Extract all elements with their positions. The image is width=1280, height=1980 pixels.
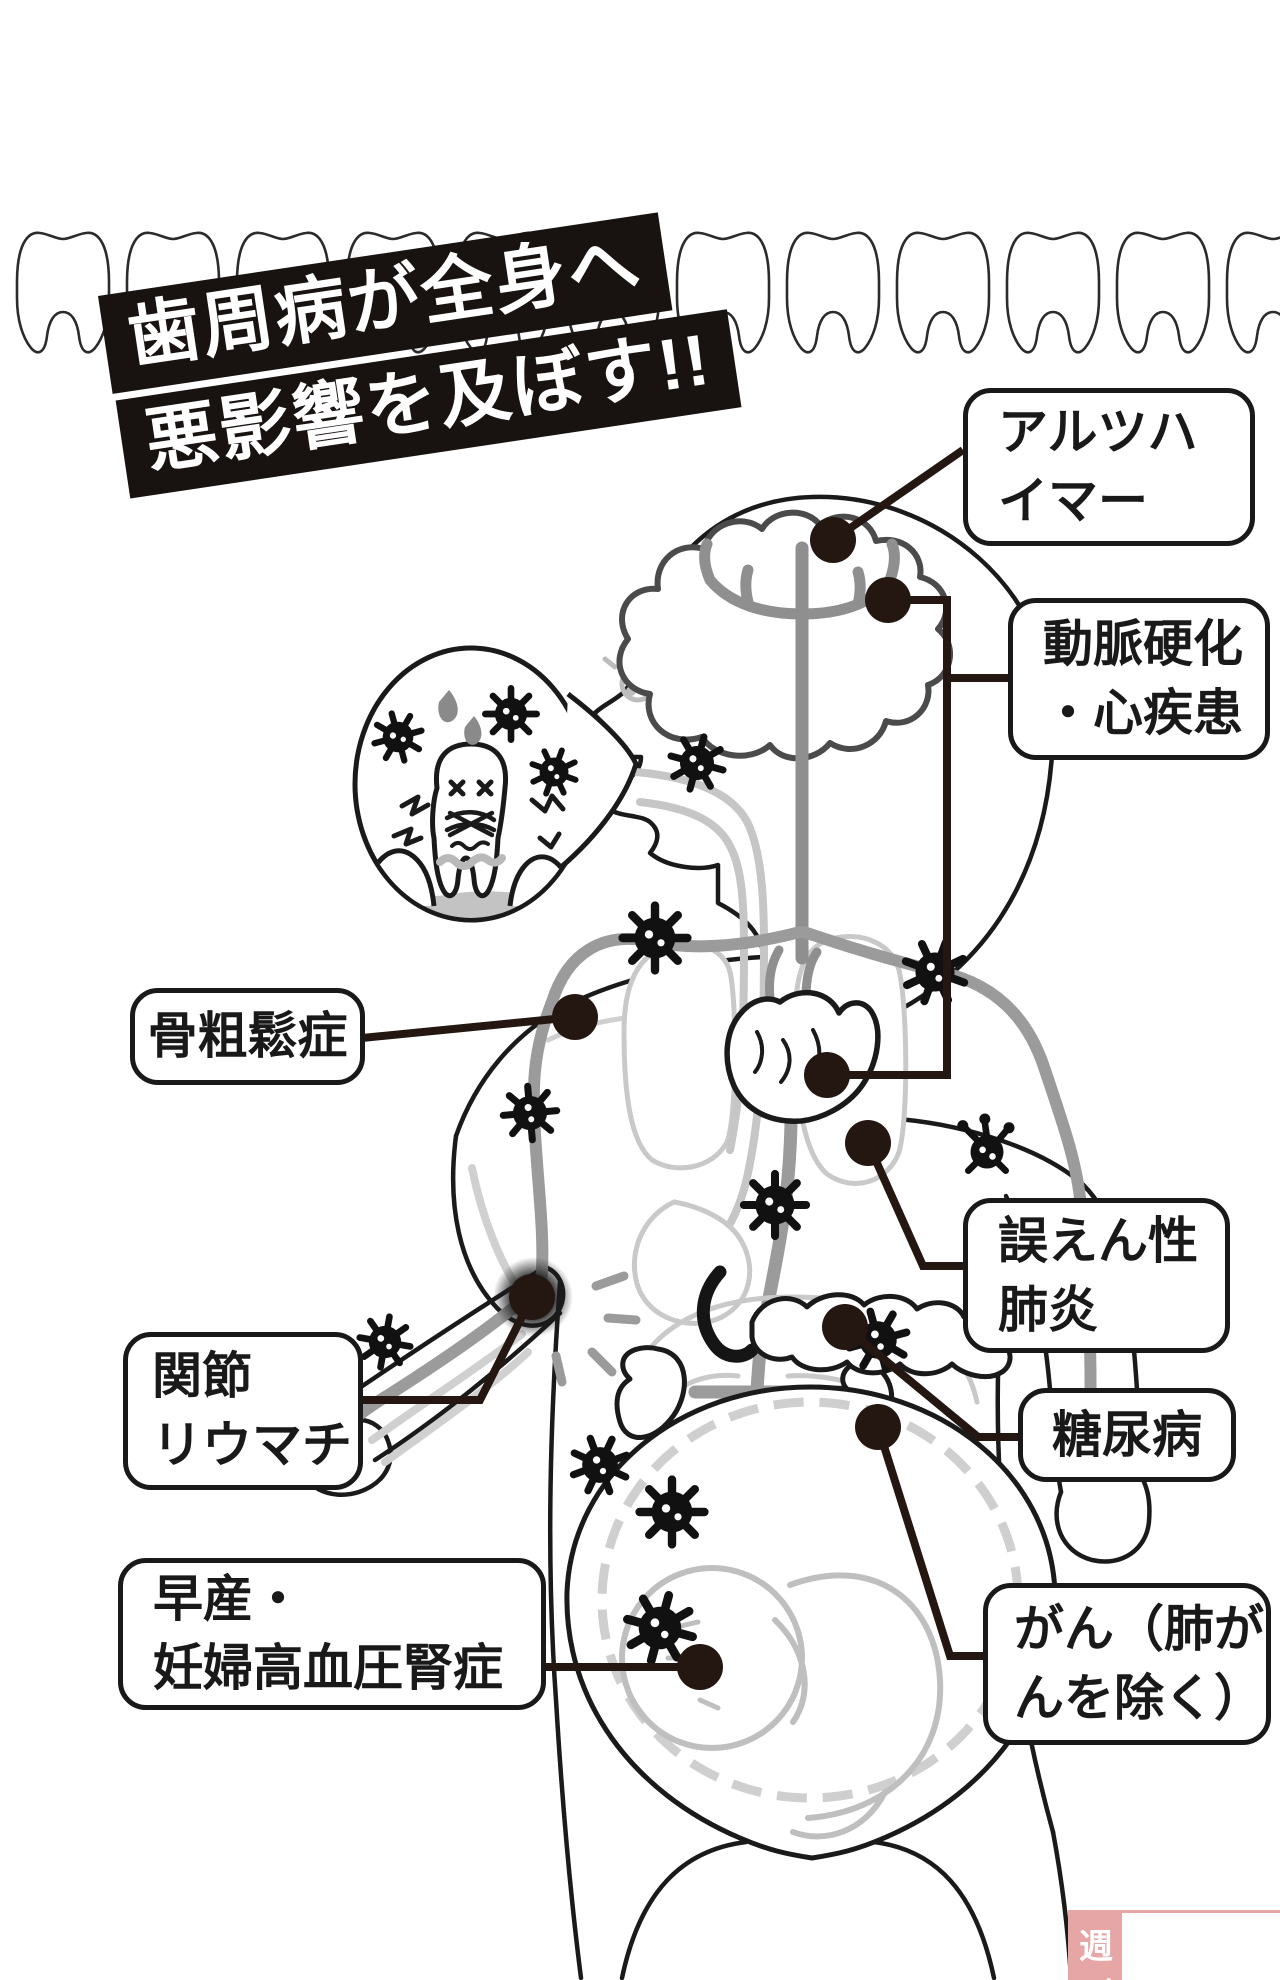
label-cancer: がん（肺が んを除く）	[983, 1583, 1271, 1745]
connector-alzheimer	[830, 446, 966, 544]
pain-marks	[391, 793, 566, 850]
dot-uterus	[677, 1644, 723, 1690]
connector-osteoporosis	[361, 1013, 576, 1042]
gums	[357, 891, 585, 918]
tooth-icon	[1115, 231, 1211, 354]
germ-icon	[623, 906, 688, 971]
brain	[616, 509, 954, 762]
dot-colon	[855, 1404, 901, 1450]
connectors	[361, 446, 1020, 1690]
right-hand	[1054, 1469, 1152, 1564]
duodenum	[696, 1265, 759, 1363]
dot-lung	[845, 1120, 891, 1166]
connector-diabetes	[842, 1323, 1020, 1441]
label-osteoporosis: 骨粗鬆症	[130, 988, 365, 1085]
dot-brain	[810, 517, 856, 563]
germ-icon	[744, 1174, 806, 1236]
germ-icon	[895, 932, 975, 1012]
label-preterm-birth: 早産・ 妊婦高血圧腎症	[118, 1558, 546, 1710]
connector-pneumonia	[864, 1141, 965, 1270]
connector-cancer	[874, 1425, 985, 1660]
tooth-icon	[785, 231, 881, 354]
label-arteriosclerosis: 動脈硬化 ・心疾患	[1008, 598, 1270, 760]
dot-brain-vessel	[865, 577, 911, 623]
label-diabetes: 糖尿病	[1018, 1388, 1236, 1482]
dot-elbow	[509, 1274, 555, 1320]
dot-shoulder	[552, 994, 598, 1040]
label-alzheimer: アルツハ イマー	[963, 388, 1255, 546]
gum-line	[436, 853, 506, 870]
watermark-magazine: 週刊女性	[1071, 1913, 1122, 1980]
watermark: 週刊女性 PRIME	[1068, 1910, 1280, 1980]
germ-icon	[640, 1480, 705, 1545]
tooth-icon	[15, 231, 111, 354]
sweat-drops	[438, 690, 482, 745]
connector-rheumatoid	[362, 1295, 536, 1404]
tooth-speech-bubble	[352, 645, 639, 923]
tooth-face	[444, 779, 497, 851]
label-aspiration-pneumonia: 誤えん性 肺炎	[963, 1198, 1230, 1353]
tooth-icon	[1005, 231, 1101, 354]
connector-arteriosclerosis	[827, 596, 1010, 1079]
dot-pancreas	[822, 1304, 868, 1350]
germ-icon	[355, 1312, 414, 1371]
dot-heart	[804, 1052, 850, 1098]
watermark-brand: PRIME	[1122, 1913, 1280, 1980]
germ-icon	[485, 688, 536, 739]
germ-icon	[492, 1075, 568, 1151]
tooth-icon	[1225, 231, 1280, 354]
tooth-icon	[895, 231, 991, 354]
label-rheumatoid-arthritis: 関節 リウマチ	[123, 1332, 363, 1490]
